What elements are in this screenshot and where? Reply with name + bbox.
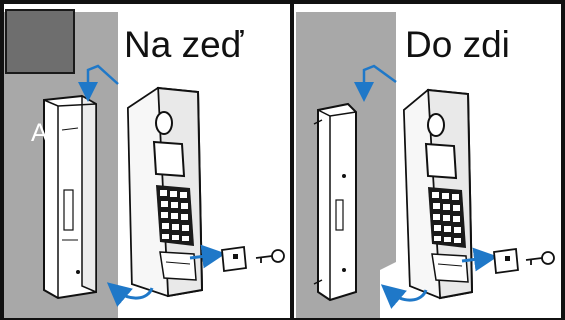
camera-lens [156, 112, 172, 134]
card-slot [432, 254, 468, 282]
panel-title-flush: Do zdi [405, 26, 510, 63]
door-station-device [404, 90, 472, 298]
panel-title-surface: Na zeď [124, 26, 243, 63]
display-screen [426, 144, 456, 178]
surface-back-box [44, 96, 96, 298]
card-reader-icon [222, 247, 246, 271]
display-screen [154, 142, 184, 176]
camera-lens [428, 114, 444, 136]
panel-marker-label: A [31, 121, 48, 146]
flush-back-box [314, 104, 356, 300]
card-slot [160, 252, 196, 280]
door-station-device [128, 88, 202, 296]
corner-block [6, 10, 74, 73]
card-reader-icon [494, 249, 518, 273]
